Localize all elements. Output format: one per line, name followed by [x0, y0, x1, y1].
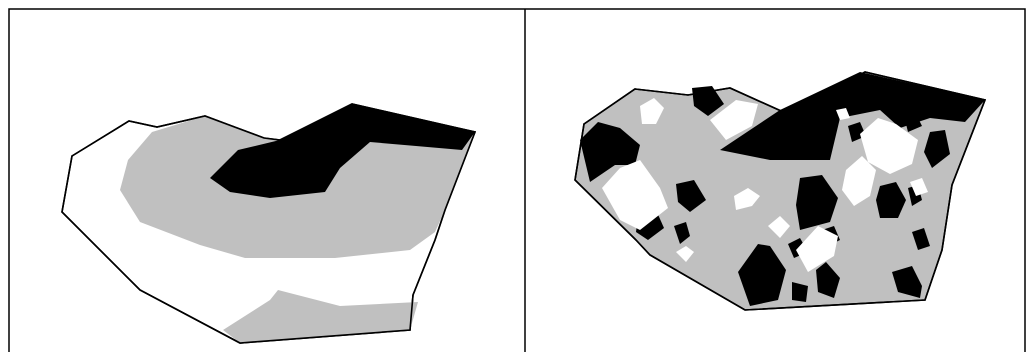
- black-clast: [738, 244, 786, 306]
- right-black-clasts: [580, 86, 950, 306]
- black-clast: [924, 130, 950, 168]
- black-clast: [876, 182, 906, 218]
- white-clast: [710, 100, 758, 140]
- right-panel: [574, 71, 987, 311]
- black-clast: [880, 86, 900, 108]
- white-clast: [842, 156, 876, 206]
- black-clast: [816, 262, 840, 298]
- white-clast: [836, 108, 850, 120]
- black-clast: [892, 266, 922, 298]
- left-bottom-lobe: [223, 290, 418, 343]
- black-clast: [580, 122, 640, 182]
- black-clast: [792, 282, 808, 302]
- right-white-clasts: [602, 98, 928, 272]
- white-clast: [602, 160, 668, 230]
- black-clast: [826, 92, 844, 112]
- black-clast: [796, 175, 838, 230]
- black-clast: [816, 122, 832, 140]
- white-clast: [860, 118, 918, 174]
- white-clast: [676, 246, 694, 262]
- black-clast: [676, 180, 706, 212]
- left-core-region: [210, 104, 475, 198]
- right-outline: [574, 71, 987, 311]
- left-panel: [61, 103, 477, 344]
- left-outline: [61, 103, 477, 344]
- white-clast: [768, 216, 790, 238]
- black-clast: [912, 228, 930, 250]
- white-clast: [796, 226, 838, 272]
- right-black-clast: [720, 72, 985, 160]
- white-clast: [910, 178, 928, 196]
- white-clast: [640, 98, 664, 124]
- black-clast: [904, 114, 922, 132]
- black-clast: [674, 222, 690, 244]
- white-clast: [734, 188, 760, 210]
